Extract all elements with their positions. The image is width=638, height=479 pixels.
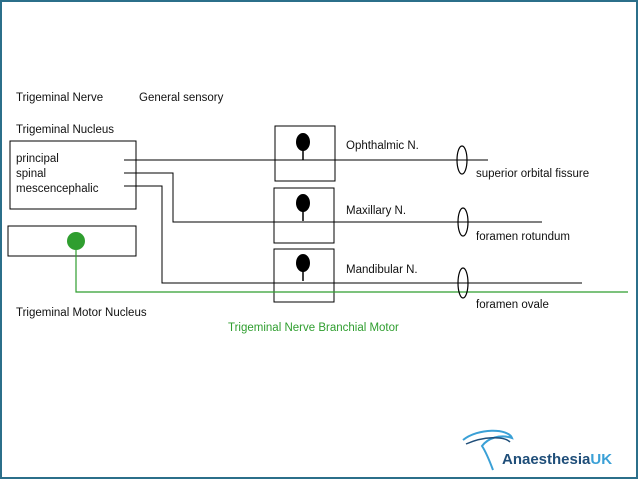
pathway-mandibular (124, 185, 582, 284)
pathway-maxillary (124, 172, 542, 223)
neuron-cell-mandibular (296, 254, 310, 272)
logo-swoosh-inner-icon (465, 437, 511, 445)
trigeminal-nucleus-box (9, 140, 137, 210)
logo-text: AnaesthesiaUK (502, 451, 612, 468)
foramen-ovale (457, 267, 469, 299)
branch-label-mandibular: Mandibular N. (346, 264, 418, 276)
foramen-label-ovale: foramen ovale (476, 299, 549, 311)
foramen-label-superior-orbital-fissure: superior orbital fissure (476, 168, 589, 180)
pathway-branchial-motor (75, 250, 628, 293)
ganglion-box-maxillary (273, 187, 335, 244)
nucleus-item-mescencephalic: mescencephalic (16, 183, 99, 195)
branch-label-maxillary: Maxillary N. (346, 205, 406, 217)
ganglion-box-ophthalmic (274, 125, 336, 182)
foramen-label-rotundum: foramen rotundum (476, 231, 570, 243)
foramen-superior-orbital-fissure (456, 145, 468, 175)
branch-label-ophthalmic: Ophthalmic N. (346, 140, 419, 152)
nucleus-title: Trigeminal Nucleus (16, 124, 114, 136)
motor-nucleus-box (7, 225, 137, 257)
anaesthesia-uk-logo: AnaesthesiaUK (462, 429, 612, 471)
neuron-cell-maxillary (296, 194, 310, 212)
branchial-motor-label: Trigeminal Nerve Branchial Motor (228, 322, 399, 334)
nucleus-item-spinal: spinal (16, 168, 46, 180)
motor-nucleus-label: Trigeminal Motor Nucleus (16, 307, 147, 319)
nucleus-item-principal: principal (16, 153, 59, 165)
title-general-sensory: General sensory (139, 92, 224, 104)
foramen-rotundum (457, 207, 469, 237)
title-trigeminal-nerve: Trigeminal Nerve (16, 92, 103, 104)
neuron-cell-ophthalmic (296, 133, 310, 151)
ganglion-box-mandibular (273, 248, 335, 303)
motor-nucleus-cell (67, 232, 85, 250)
